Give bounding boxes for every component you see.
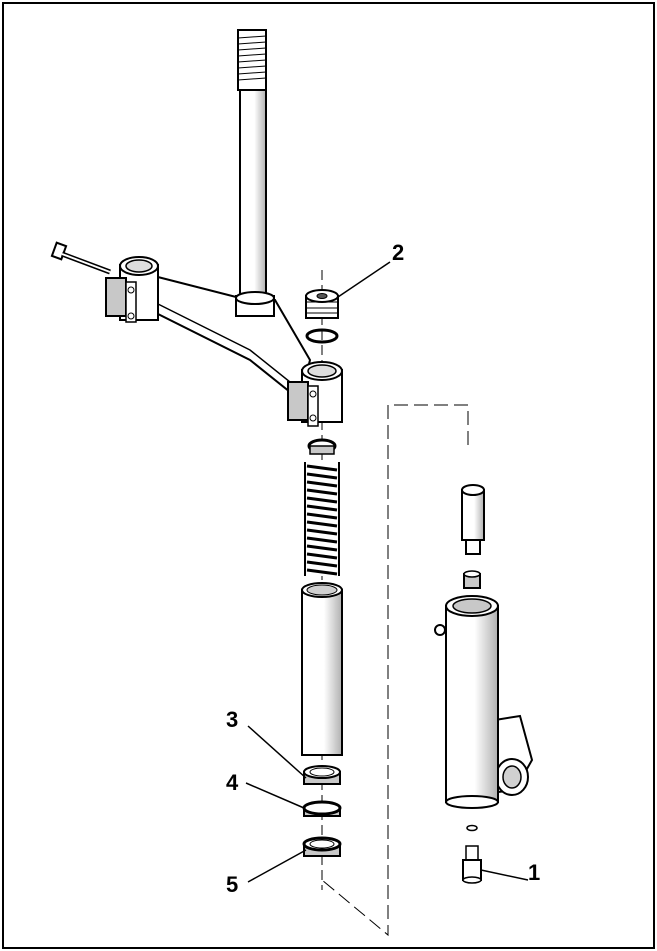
callout-3: 3 [226, 707, 239, 732]
part-5-oil-seal [302, 836, 342, 857]
leader-line-3 [247, 725, 307, 779]
callout-5: 5 [226, 872, 239, 897]
leader-line-1 [480, 869, 529, 881]
assembly-guide-line [321, 404, 469, 937]
lower-triple-clamp [105, 256, 343, 427]
damper-rod [461, 484, 485, 589]
callout-2: 2 [392, 240, 405, 265]
callout-1: 1 [528, 860, 541, 885]
inner-tube [301, 582, 343, 756]
leader-line-2 [337, 261, 391, 298]
outer-tube [434, 595, 534, 809]
part-3-bushing [303, 765, 341, 785]
clamp-bolt [50, 241, 111, 275]
fork-spring [304, 462, 340, 576]
part-1-socket-bolt [462, 824, 482, 884]
part-2-cap-bolt [305, 289, 339, 344]
leader-line-5 [247, 849, 307, 883]
leader-line-4 [245, 782, 305, 809]
spring-seat [307, 438, 337, 455]
part-4-washer [302, 800, 342, 817]
callout-4: 4 [226, 770, 239, 795]
steering-stem [237, 29, 267, 301]
